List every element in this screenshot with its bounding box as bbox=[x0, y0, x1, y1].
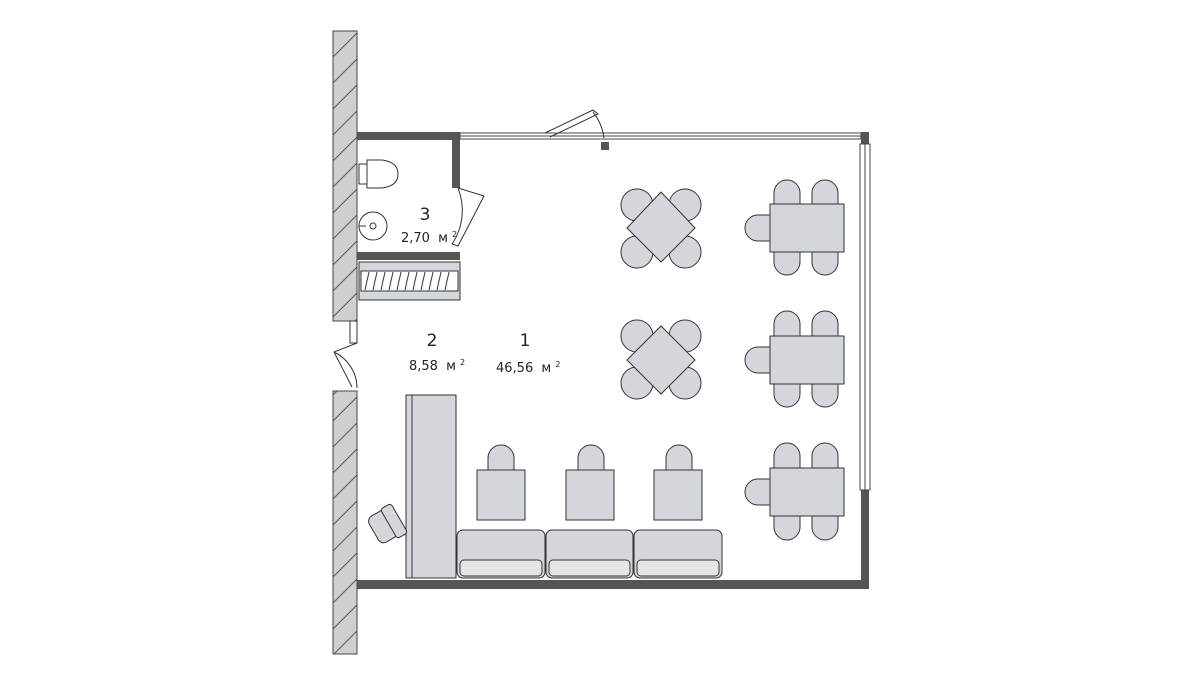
room-number-3: 3 bbox=[420, 205, 431, 225]
small-table-1 bbox=[476, 444, 526, 521]
bar-counter bbox=[405, 394, 457, 579]
rect-table-3 bbox=[744, 442, 845, 541]
bathroom-walls bbox=[357, 140, 460, 260]
wardrobe bbox=[358, 261, 461, 301]
room-area-value-3: 2,70 bbox=[401, 231, 430, 246]
room-number-1: 1 bbox=[520, 331, 531, 351]
diamond-table-1 bbox=[620, 188, 702, 269]
room-area-exp-2: 2 bbox=[460, 358, 465, 367]
room-label-3: 3 2,70 м 2 bbox=[401, 205, 457, 246]
room-area-value-2: 8,58 bbox=[409, 359, 438, 374]
toilet-icon bbox=[358, 159, 399, 189]
room-label-1: 1 46,56 м 2 bbox=[496, 331, 560, 376]
sofa bbox=[456, 529, 723, 579]
room-area-1: 46,56 м 2 bbox=[496, 360, 560, 376]
room-area-value-1: 46,56 bbox=[496, 361, 533, 376]
entrance-door bbox=[544, 109, 609, 150]
left-hatched-wall bbox=[332, 30, 358, 655]
outer-walls bbox=[357, 132, 869, 589]
sink-icon bbox=[358, 211, 388, 241]
bathroom-door bbox=[451, 187, 485, 247]
room-area-unit-1: м bbox=[541, 361, 551, 376]
room-number-2: 2 bbox=[427, 331, 438, 351]
rect-table-1 bbox=[744, 179, 845, 276]
room-area-exp-3: 2 bbox=[452, 230, 457, 239]
room-area-unit-3: м bbox=[438, 231, 448, 246]
counter-chair bbox=[368, 503, 408, 544]
room-area-3: 2,70 м 2 bbox=[401, 230, 457, 246]
room-area-unit-2: м bbox=[446, 359, 456, 374]
right-window bbox=[859, 143, 871, 491]
small-table-3 bbox=[653, 444, 703, 521]
diamond-table-2 bbox=[620, 319, 702, 400]
small-table-2 bbox=[565, 444, 615, 521]
room-area-exp-1: 2 bbox=[555, 360, 560, 369]
top-window bbox=[459, 132, 862, 140]
rect-table-2 bbox=[744, 310, 845, 408]
room-label-2: 2 8,58 м 2 bbox=[409, 331, 465, 374]
room-area-2: 8,58 м 2 bbox=[409, 358, 465, 374]
side-door bbox=[333, 320, 358, 389]
